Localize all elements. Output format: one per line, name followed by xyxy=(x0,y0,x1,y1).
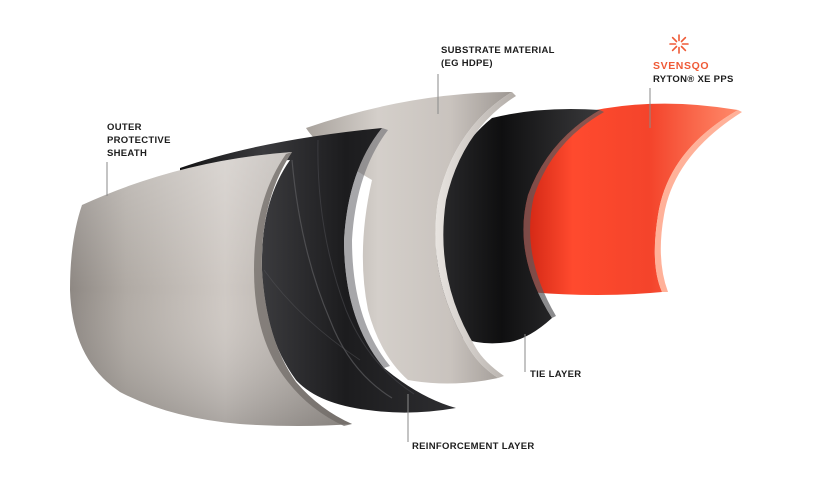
substrate-label: SUBSTRATE MATERIAL (EG HDPE) xyxy=(441,44,555,70)
liner-label: SVENSQO RYTON® XE PPS xyxy=(653,60,734,86)
sunburst-logo-icon xyxy=(669,34,689,54)
reinforcement-layer xyxy=(180,128,456,413)
substrate-label-line-1: SUBSTRATE MATERIAL xyxy=(441,45,555,56)
tie-layer xyxy=(436,109,604,344)
liner-material-name: RYTON® XE PPS xyxy=(653,74,734,85)
substrate-label-line-2: (EG HDPE) xyxy=(441,58,493,69)
outer-sheath-label-line-2: PROTECTIVE xyxy=(107,135,171,146)
tie-layer-label: TIE LAYER xyxy=(530,368,581,381)
outer-sheath-layer xyxy=(70,152,352,426)
tie-layer-label-text: TIE LAYER xyxy=(530,369,582,380)
outer-sheath-label: OUTER PROTECTIVE SHEATH xyxy=(107,121,171,160)
liner-layer xyxy=(517,103,742,295)
reinforcement-label: REINFORCEMENT LAYER xyxy=(412,440,535,453)
brand-name: SVENSQO xyxy=(653,60,710,72)
reinforcement-label-text: REINFORCEMENT LAYER xyxy=(412,441,535,452)
leader-lines xyxy=(106,74,651,442)
outer-sheath-label-line-1: OUTER xyxy=(107,122,142,133)
outer-sheath-label-line-3: SHEATH xyxy=(107,148,148,159)
